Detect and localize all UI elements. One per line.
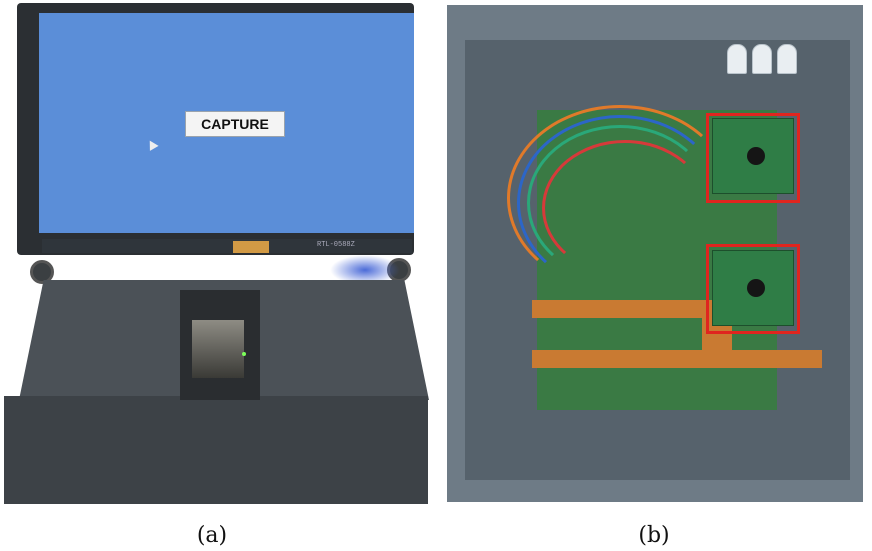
jumper-wire bbox=[507, 105, 733, 291]
caption-a: (a) bbox=[196, 523, 228, 548]
camera-module-top bbox=[712, 118, 794, 194]
camera-module-bottom bbox=[712, 250, 794, 326]
screw-left-icon bbox=[30, 260, 54, 284]
capture-button[interactable]: CAPTURE bbox=[185, 111, 285, 137]
touchscreen-bezel: CAPTURE RTL-0588Z bbox=[17, 3, 414, 255]
jumper-wire bbox=[542, 140, 708, 276]
camera-lens-icon bbox=[747, 147, 765, 165]
ir-led-icon bbox=[752, 44, 772, 74]
display-model-label: RTL-0588Z bbox=[317, 241, 355, 249]
flex-connector bbox=[233, 241, 269, 253]
finger-sensor bbox=[192, 320, 244, 378]
camera-lens-icon bbox=[747, 279, 765, 297]
enclosure-front bbox=[4, 396, 428, 504]
jumper-wire bbox=[517, 115, 723, 291]
photo-panel-a: CAPTURE RTL-0588Z bbox=[0, 0, 440, 510]
display-board-strip bbox=[42, 239, 412, 253]
ribbon-cable bbox=[532, 350, 822, 368]
ir-led-icon bbox=[727, 44, 747, 74]
ribbon-cable bbox=[532, 300, 712, 318]
highlight-box-bottom bbox=[706, 244, 800, 334]
caption-b: (b) bbox=[638, 523, 670, 548]
jumper-wire bbox=[527, 125, 713, 281]
touchscreen-display: CAPTURE bbox=[39, 13, 414, 233]
ir-led-icon bbox=[777, 44, 797, 74]
photo-panel-b bbox=[447, 0, 867, 510]
highlight-box-top bbox=[706, 113, 800, 203]
mouse-cursor-icon bbox=[145, 138, 159, 151]
status-led-icon bbox=[242, 352, 246, 356]
